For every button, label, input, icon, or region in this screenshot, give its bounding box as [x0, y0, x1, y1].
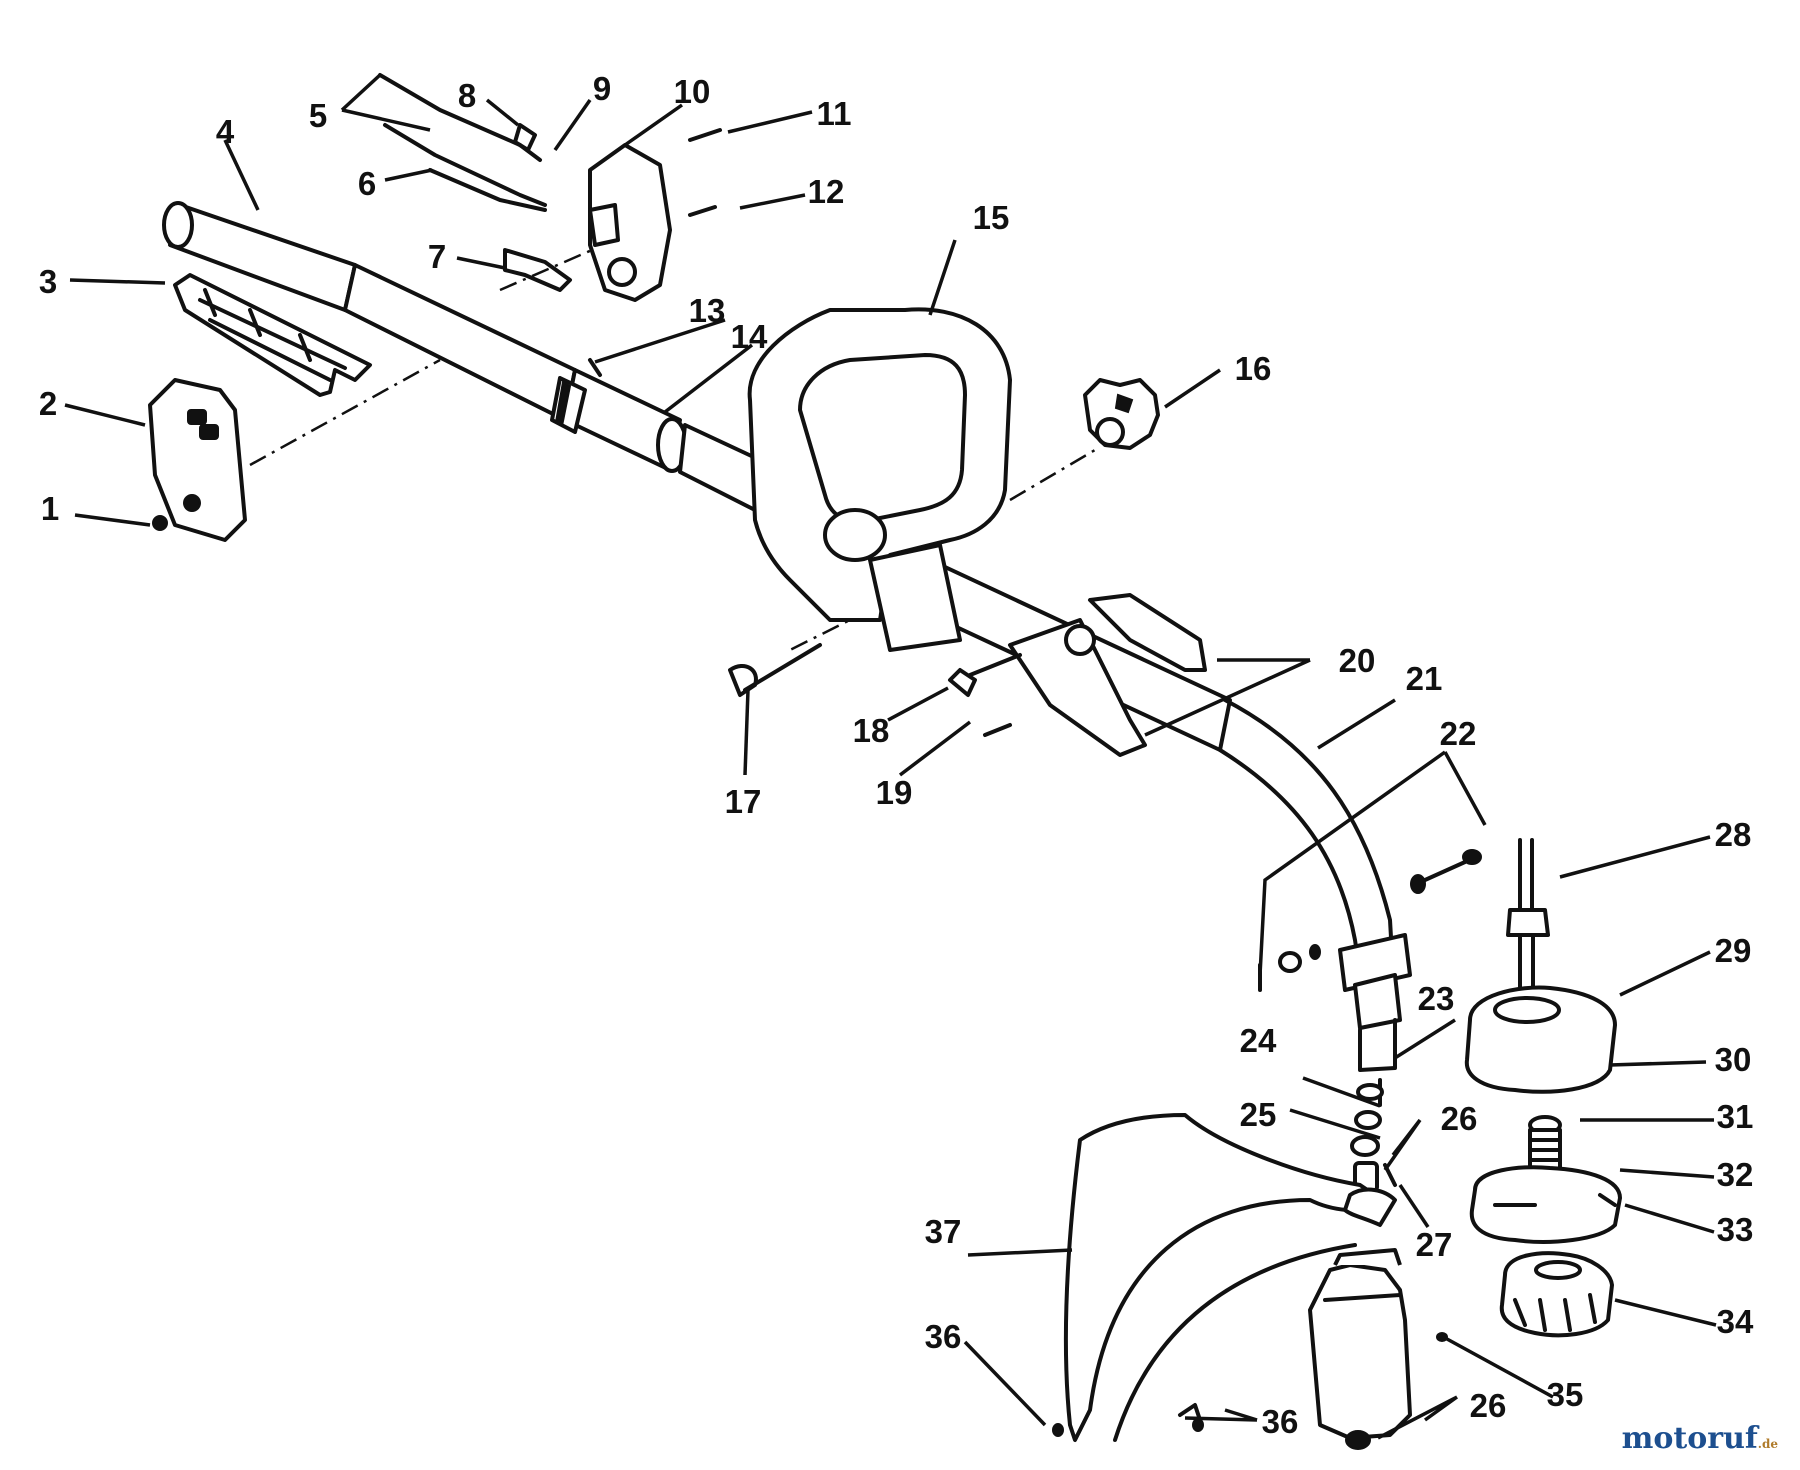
callout-18: 18	[853, 712, 890, 749]
guard-shield	[1052, 1113, 1397, 1442]
callout-33: 33	[1717, 1211, 1754, 1248]
callout-21: 21	[1406, 660, 1443, 697]
callout-8: 8	[458, 77, 476, 114]
callout-15: 15	[973, 199, 1010, 236]
callout-36-b: 36	[1262, 1403, 1299, 1440]
callout-7: 7	[428, 238, 446, 275]
callout-1: 1	[41, 490, 59, 527]
callout-34: 34	[1717, 1303, 1754, 1340]
trimmer-head	[1436, 838, 1622, 1342]
watermark-suffix: .de	[1757, 1437, 1778, 1451]
spindle-stack	[1350, 1078, 1397, 1193]
callout-4: 4	[216, 113, 235, 150]
shaft-clamp	[173, 273, 372, 397]
throttle-housing	[378, 73, 722, 302]
assist-handle	[747, 307, 1012, 652]
callout-16: 16	[1235, 350, 1272, 387]
callout-labels: 1 2 3 4 5 6 7 8 9 10 11 12 13 14 15 16 1…	[39, 70, 1754, 1440]
callout-27: 27	[1416, 1226, 1453, 1263]
callout-2: 2	[39, 385, 57, 422]
callout-26-a: 26	[1441, 1100, 1478, 1137]
callout-3: 3	[39, 263, 57, 300]
knob	[1083, 378, 1160, 450]
leader-lines	[64, 73, 1717, 1440]
mount-bracket	[728, 593, 1207, 757]
cover-plate	[148, 378, 247, 542]
callout-24: 24	[1240, 1022, 1277, 1059]
watermark-main: motoruf	[1621, 1421, 1758, 1456]
callout-14: 14	[731, 318, 768, 355]
callout-12: 12	[808, 173, 845, 210]
callout-22: 22	[1440, 715, 1477, 752]
callout-13: 13	[689, 292, 726, 329]
callout-9: 9	[593, 70, 611, 107]
callout-36-a: 36	[925, 1318, 962, 1355]
callout-28: 28	[1715, 816, 1752, 853]
callout-10: 10	[674, 73, 711, 110]
callout-19: 19	[876, 774, 913, 811]
curved-shaft	[1218, 698, 1412, 1072]
callout-37: 37	[925, 1213, 962, 1250]
callout-25: 25	[1240, 1096, 1277, 1133]
callout-32: 32	[1717, 1156, 1754, 1193]
callout-29: 29	[1715, 932, 1752, 969]
callout-26-b: 26	[1470, 1387, 1507, 1424]
callout-6: 6	[358, 165, 376, 202]
callout-5: 5	[309, 97, 327, 134]
callout-23: 23	[1418, 980, 1455, 1017]
callout-11: 11	[817, 95, 852, 132]
callout-35: 35	[1547, 1376, 1584, 1413]
callout-31: 31	[1717, 1098, 1754, 1135]
gear-head	[1308, 1248, 1412, 1450]
callout-30: 30	[1715, 1041, 1752, 1078]
callout-20: 20	[1339, 642, 1376, 679]
watermark-logo: motoruf.de	[1622, 1421, 1778, 1456]
grip-band	[550, 358, 602, 434]
callout-17: 17	[725, 783, 762, 820]
